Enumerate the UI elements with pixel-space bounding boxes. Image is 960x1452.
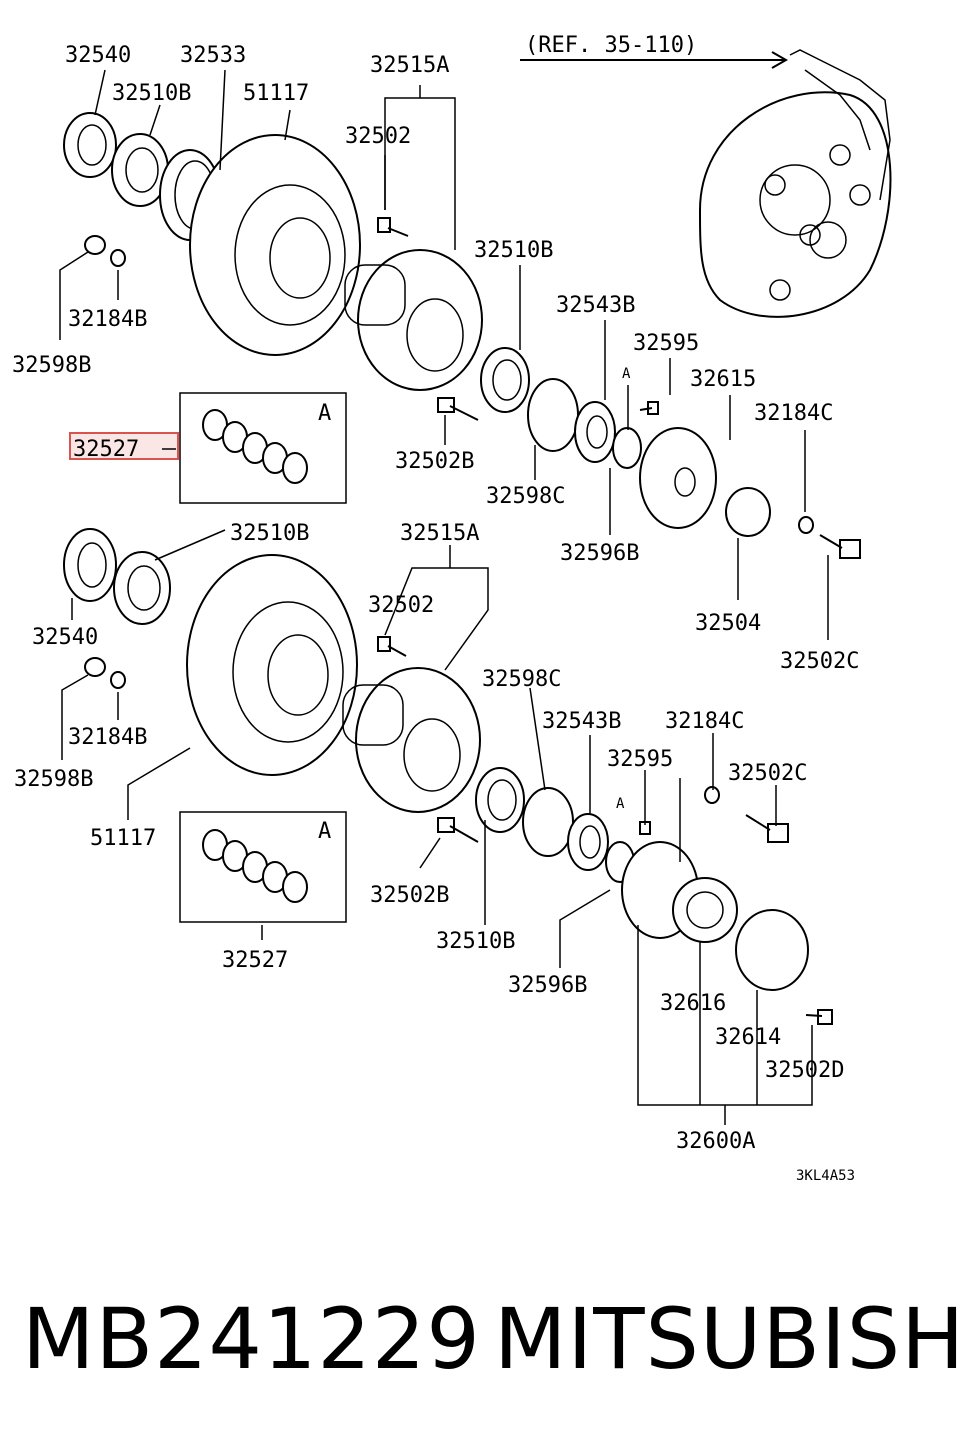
nut-32598b <box>84 235 106 255</box>
label-32510b-b-inner[interactable]: 32510B <box>436 929 515 954</box>
label-32527-highlighted[interactable]: 32527 <box>73 437 139 462</box>
label-32502c[interactable]: 32502C <box>780 649 859 674</box>
kit-box-top <box>179 392 347 504</box>
label-51117[interactable]: 51117 <box>243 81 309 106</box>
brake-disc-51117 <box>189 134 361 356</box>
bolt-32502d <box>805 1009 833 1025</box>
washer-32543b-b <box>567 813 609 871</box>
label-32540-b[interactable]: 32540 <box>32 625 98 650</box>
nut-32598b-b <box>84 657 106 677</box>
label-32184c-b[interactable]: 32184C <box>665 709 744 734</box>
oil-seal-32540 <box>63 112 117 178</box>
hub-32515a-b <box>342 667 481 813</box>
label-32543b-b[interactable]: 32543B <box>542 709 621 734</box>
leader-lines-top <box>59 69 829 640</box>
hub-bolt-32502b <box>437 397 479 421</box>
hub-32515a <box>344 249 483 391</box>
label-32515a[interactable]: 32515A <box>370 53 449 78</box>
label-32502d[interactable]: 32502D <box>765 1058 844 1083</box>
label-32543b[interactable]: 32543B <box>556 293 635 318</box>
leader-lines-bottom <box>61 529 813 1125</box>
footer: MB241229 MITSUBISHI <box>0 1290 960 1400</box>
free-wheel-hub-32600a <box>621 841 809 991</box>
label-32598c[interactable]: 32598C <box>486 484 565 509</box>
label-51117-b[interactable]: 51117 <box>90 826 156 851</box>
cap-32504 <box>725 487 771 537</box>
reference-label: (REF. 35-110) <box>525 33 697 58</box>
label-32598b[interactable]: 32598B <box>12 353 91 378</box>
hub-bolt-32502 <box>377 217 409 237</box>
washer-32184c-b <box>704 786 720 804</box>
seal-kit-rings-bottom <box>202 829 308 903</box>
label-32510b-inner[interactable]: 32510B <box>474 238 553 263</box>
cap-32615 <box>639 427 717 529</box>
seal-32598c <box>527 378 579 452</box>
marker-a-bottom: A <box>616 796 625 812</box>
hub-bolt-32502b-b <box>437 817 479 843</box>
label-32600a[interactable]: 32600A <box>676 1129 755 1154</box>
label-32504[interactable]: 32504 <box>695 611 761 636</box>
kit-marker-top: A <box>318 401 331 426</box>
washer-32184c <box>798 516 814 534</box>
highlight-box <box>69 432 179 460</box>
label-32502c-b[interactable]: 32502C <box>728 761 807 786</box>
label-32502[interactable]: 32502 <box>345 124 411 149</box>
label-32595-b[interactable]: 32595 <box>607 747 673 772</box>
seal-32598c-b <box>522 787 574 857</box>
label-32540[interactable]: 32540 <box>65 43 131 68</box>
label-32527-b[interactable]: 32527 <box>222 948 288 973</box>
bolt-32502c <box>819 534 861 559</box>
label-32515a-b[interactable]: 32515A <box>400 521 479 546</box>
oil-seal-32540-b <box>63 528 117 602</box>
part-number: MB241229 <box>22 1290 481 1388</box>
screw-32595 <box>639 401 659 415</box>
bearing-32510b-inner <box>480 347 530 413</box>
reference-arrow <box>520 51 789 69</box>
brake-disc-51117-b <box>186 554 358 776</box>
kit-box-bottom <box>179 811 347 923</box>
label-32598c-b[interactable]: 32598C <box>482 667 561 692</box>
bearing-32510b-b <box>113 551 171 625</box>
label-32596b[interactable]: 32596B <box>560 541 639 566</box>
marker-a-top: A <box>622 366 631 382</box>
washer-32184b-b <box>110 671 126 689</box>
ring-32596b <box>612 427 642 469</box>
drawing-code: 3KL4A53 <box>796 1168 855 1184</box>
exploded-parts-diagram: (REF. 35-110) <box>12 33 892 1184</box>
label-32502b-b[interactable]: 32502B <box>370 883 449 908</box>
washer-32184b <box>110 249 126 267</box>
bearing-32510b-b-inner <box>475 767 525 833</box>
label-32614[interactable]: 32614 <box>715 1025 781 1050</box>
label-32616[interactable]: 32616 <box>660 991 726 1016</box>
brand-name: MITSUBISHI <box>494 1290 960 1388</box>
label-32184b[interactable]: 32184B <box>68 307 147 332</box>
label-32510b[interactable]: 32510B <box>112 81 191 106</box>
bolt-32502c-b <box>745 814 789 843</box>
label-32502b[interactable]: 32502B <box>395 449 474 474</box>
kit-marker-bottom: A <box>318 819 331 844</box>
washer-32543b <box>574 401 616 463</box>
label-32510b-b[interactable]: 32510B <box>230 521 309 546</box>
label-32184b-b[interactable]: 32184B <box>68 725 147 750</box>
brake-caliper-assembly <box>698 49 892 318</box>
seal-kit-rings-top <box>202 409 308 484</box>
label-32598b-b[interactable]: 32598B <box>14 767 93 792</box>
hub-bolt-32502-b <box>377 636 407 657</box>
label-32596b-b[interactable]: 32596B <box>508 973 587 998</box>
label-32533[interactable]: 32533 <box>180 43 246 68</box>
label-32184c[interactable]: 32184C <box>754 401 833 426</box>
label-32595[interactable]: 32595 <box>633 331 699 356</box>
label-32502-b[interactable]: 32502 <box>368 593 434 618</box>
label-32615[interactable]: 32615 <box>690 367 756 392</box>
